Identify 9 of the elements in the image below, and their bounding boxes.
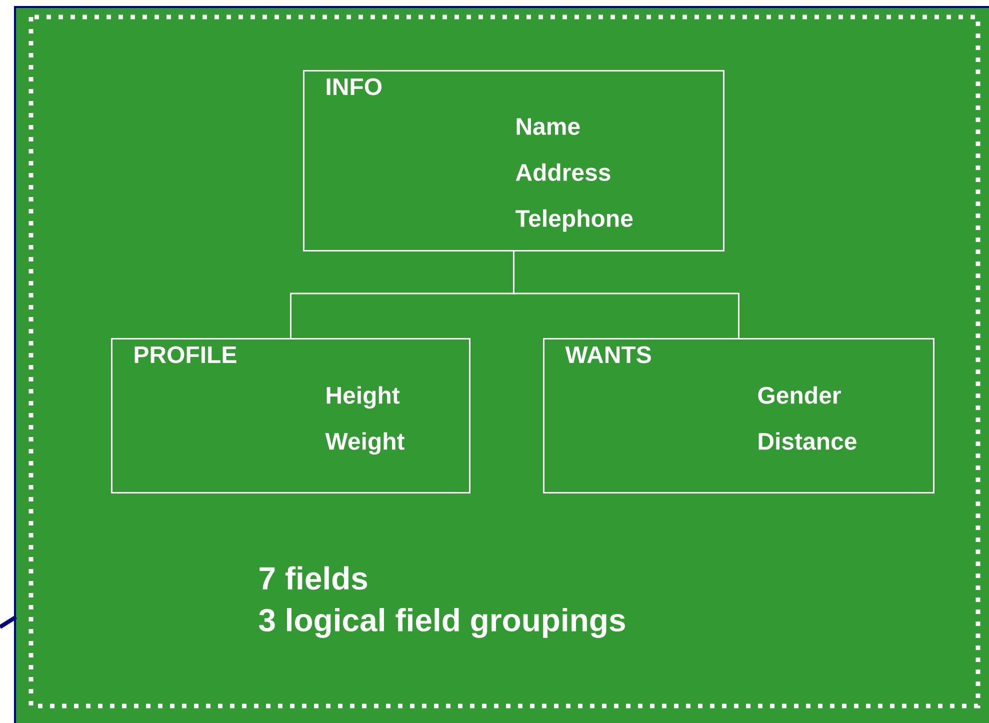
connector-line [513, 252, 740, 338]
field-list: Name Address Telephone [515, 118, 633, 232]
box-heading: WANTS [565, 346, 651, 364]
box-heading: INFO [326, 78, 382, 96]
box-heading: PROFILE [134, 346, 236, 364]
summary-text: 7 fields [260, 566, 368, 590]
field-list: Gender Distance [758, 386, 856, 450]
field-list: Height Weight [325, 386, 404, 455]
summary-text: 3 logical field groupings [258, 608, 625, 638]
